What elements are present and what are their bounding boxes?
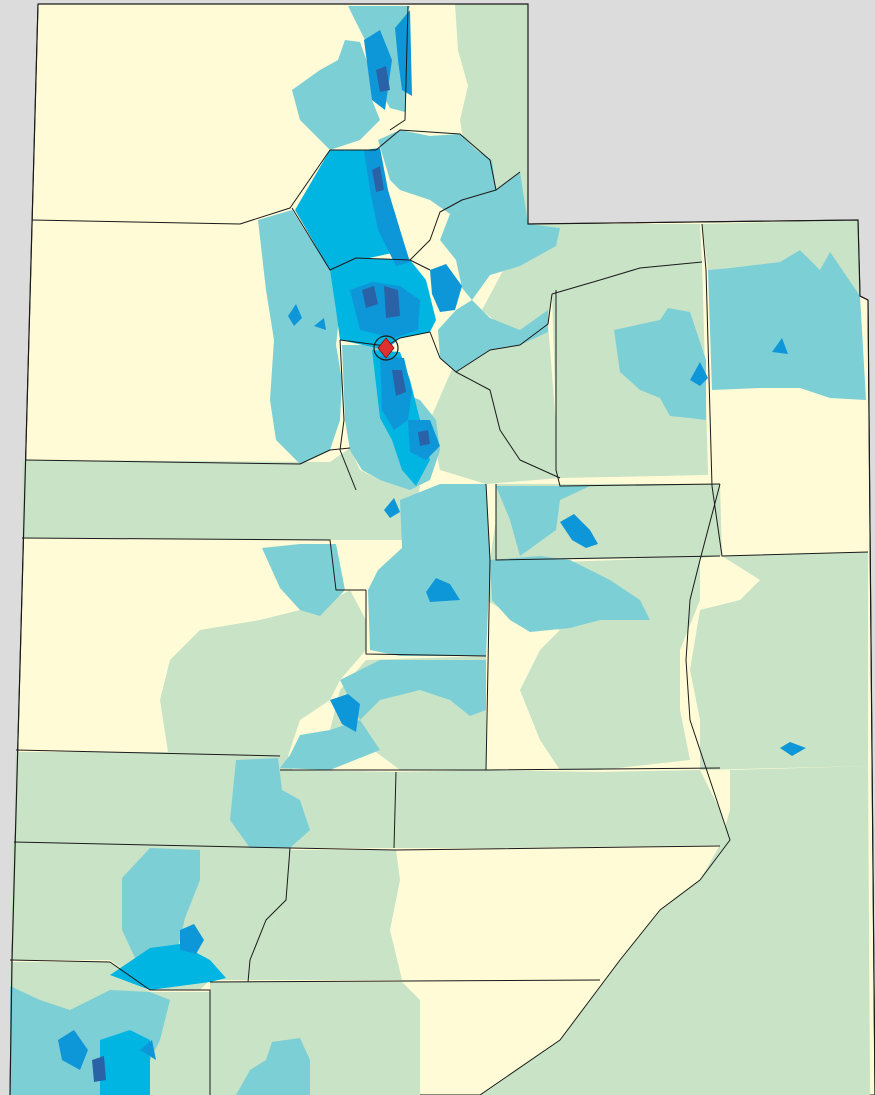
boundary-beaver-iron [13,841,721,851]
boundary-millard-beaver [15,749,281,757]
region-sanjuan-east-green [480,766,870,1095]
circle-ring-icon [373,335,399,361]
region-stgeorge-cyan [100,1030,150,1095]
region-millard-green [160,590,366,756]
region-washington-cyan [110,944,226,990]
state-border [9,3,875,1095]
region-juab-teal [262,544,345,616]
boundary-sanpete-east [485,483,491,771]
region-weber-teal [378,130,496,214]
boundary-garfield-kane [209,979,601,983]
class-3-regions [10,6,866,1095]
pocket-stgeorge [58,1030,88,1070]
urban-springville [418,430,430,446]
region-iron-teal [122,848,200,968]
pocket-saltlake-east [430,264,462,312]
pocket-tooele2 [314,318,326,330]
class-6-regions [92,66,430,1082]
region-sevier-teal [280,660,486,770]
pocket-roosevelt [690,362,708,386]
pocket-nephi [384,498,400,518]
pocket-price [560,514,598,548]
region-duchesne-teal [614,308,706,420]
boundary-iron-garfield-west [247,847,291,983]
boundary-uintah-grand [711,485,869,557]
boundary-wasatch-duchesne [551,261,703,295]
boundary-juab-millard [21,537,366,591]
region-grand-green [690,552,868,770]
boundary-duchesne-uintah [701,223,713,487]
boundary-davis-saltlake [291,207,431,271]
region-beaver-teal [230,758,310,848]
urban-slc-core [384,286,400,318]
boundary-saltlake-utah [339,331,431,347]
boundary-boxelder-tooele [31,149,376,225]
boundary-sevier-wayne [280,767,721,771]
pocket-vernal [772,338,788,354]
region-garfield-green [248,850,402,980]
urban-stgeorge-core [92,1056,106,1082]
boundary-cache-rich [389,5,409,131]
region-carbon-teal [496,486,590,556]
pocket-hurricane [140,1040,156,1060]
urban-ogden-core [376,66,390,92]
region-wasatch-teal [438,300,548,372]
location-marker [373,335,399,361]
boundary-green-river [479,483,731,1095]
urban-slc-west [362,286,378,308]
boundary-piute-wayne [393,771,397,849]
class-5-regions [58,10,806,1070]
region-summit-teal [440,172,560,300]
boundary-iron-washington [9,959,211,1095]
region-uintah-teal [708,250,866,400]
region-emery-teal [490,556,650,632]
region-kane-west-green [210,982,420,1095]
red-diamond-marker-icon [377,337,395,359]
region-wayne-green [396,770,730,848]
region-boxelder-teal [292,40,380,150]
region-juab-green [22,448,420,540]
boundary-utah-west [339,339,357,491]
boundary-wasatch-south [455,371,561,479]
pocket-richfield [330,694,360,732]
region-tooele-teal [258,210,342,464]
boundary-sanpete-west [365,590,487,657]
region-piute-green [280,770,400,848]
pocket-tooele [288,304,302,326]
region-uintah-top-green [702,220,860,296]
pocket-cedar [180,924,204,954]
boundary-duchesne-south [555,290,721,487]
boundary-weber-morgan [375,129,521,191]
boundary-carbon-emery [495,484,721,561]
county-boundaries [9,5,869,1095]
boundary-morgan-summit [409,189,497,261]
urban-layton [372,166,384,192]
region-kane-teal [236,1038,310,1095]
region-sanpete-teal [368,484,490,656]
pocket-manti [426,578,460,602]
boundary-utah-east [429,293,553,373]
pocket-moab [780,742,806,756]
urban-orem [392,370,406,396]
